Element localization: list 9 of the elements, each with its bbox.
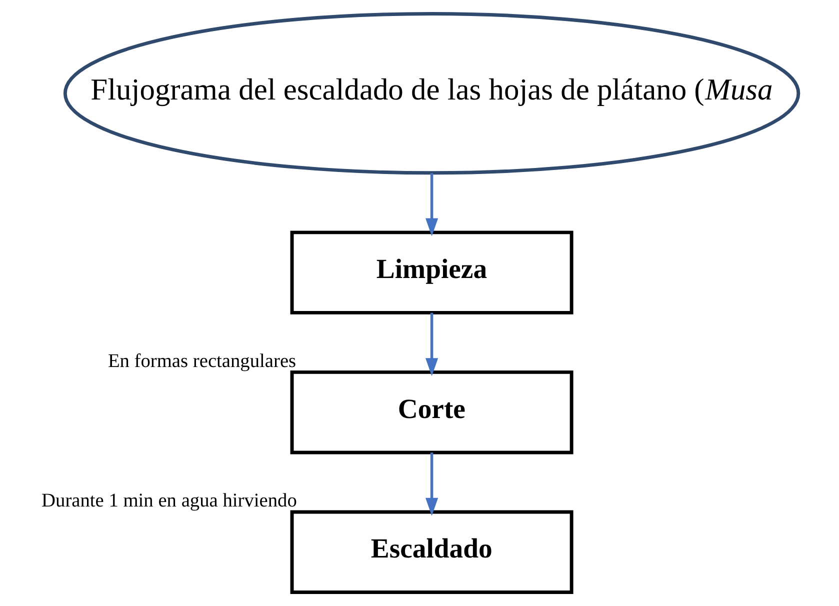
arrow (424, 452, 438, 516)
arrow (424, 312, 438, 376)
arrow (424, 173, 438, 236)
node-box: Escaldado (290, 510, 573, 594)
node-label: Durante 1 min en agua hirviendo (41, 490, 296, 512)
node-ellipse: Flujograma del escaldado de las hojas de plátano (Musa (62, 12, 800, 175)
node-box: Limpieza (290, 230, 573, 314)
node-label: En formas rectangulares (107, 350, 296, 372)
node-box: Corte (290, 370, 573, 454)
